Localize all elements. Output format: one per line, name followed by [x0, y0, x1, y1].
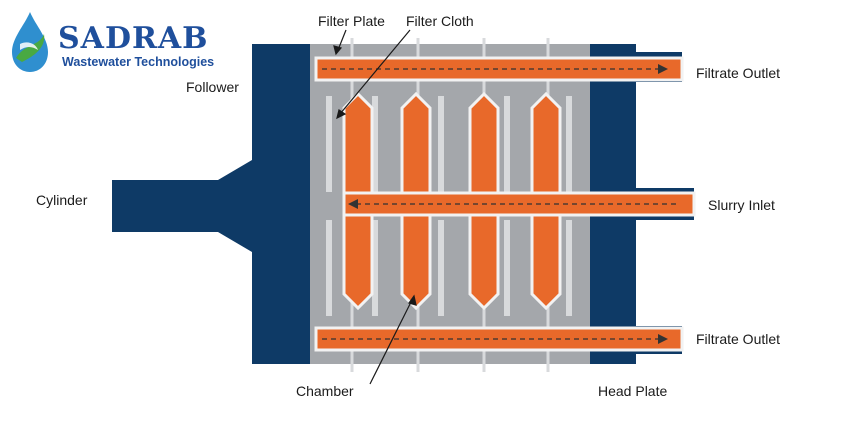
label-follower: Follower [186, 79, 239, 95]
sadrab-logo: SADRAB Wastewater Technologies [12, 12, 214, 72]
follower [252, 44, 310, 364]
flow-arrowheads [348, 64, 668, 344]
label-filter-plate: Filter Plate [318, 13, 385, 29]
label-filtrate-outlet-bottom: Filtrate Outlet [696, 331, 780, 347]
label-cylinder: Cylinder [36, 192, 88, 208]
logo-name: SADRAB [58, 21, 209, 56]
label-filtrate-outlet-top: Filtrate Outlet [696, 65, 780, 81]
filtrate-channel-top [314, 56, 684, 82]
flow-arrows [322, 68, 676, 340]
arrow-left-icon [348, 199, 358, 209]
filter-cloth-ribs [326, 96, 572, 316]
label-chamber: Chamber [296, 383, 354, 399]
cylinder [112, 160, 252, 252]
label-head-plate: Head Plate [598, 383, 667, 399]
label-pointers [333, 29, 417, 385]
label-slurry-inlet: Slurry Inlet [708, 197, 775, 213]
filtrate-channel-bottom [314, 326, 684, 352]
label-filter-cloth: Filter Cloth [406, 13, 474, 29]
arrow-right-icon [658, 64, 668, 74]
arrow-right-icon [658, 334, 668, 344]
cylinder-assembly [112, 44, 310, 364]
slurry-network [314, 56, 696, 352]
leaf-swoosh-icon [16, 34, 45, 62]
logo-tagline: Wastewater Technologies [62, 55, 214, 69]
